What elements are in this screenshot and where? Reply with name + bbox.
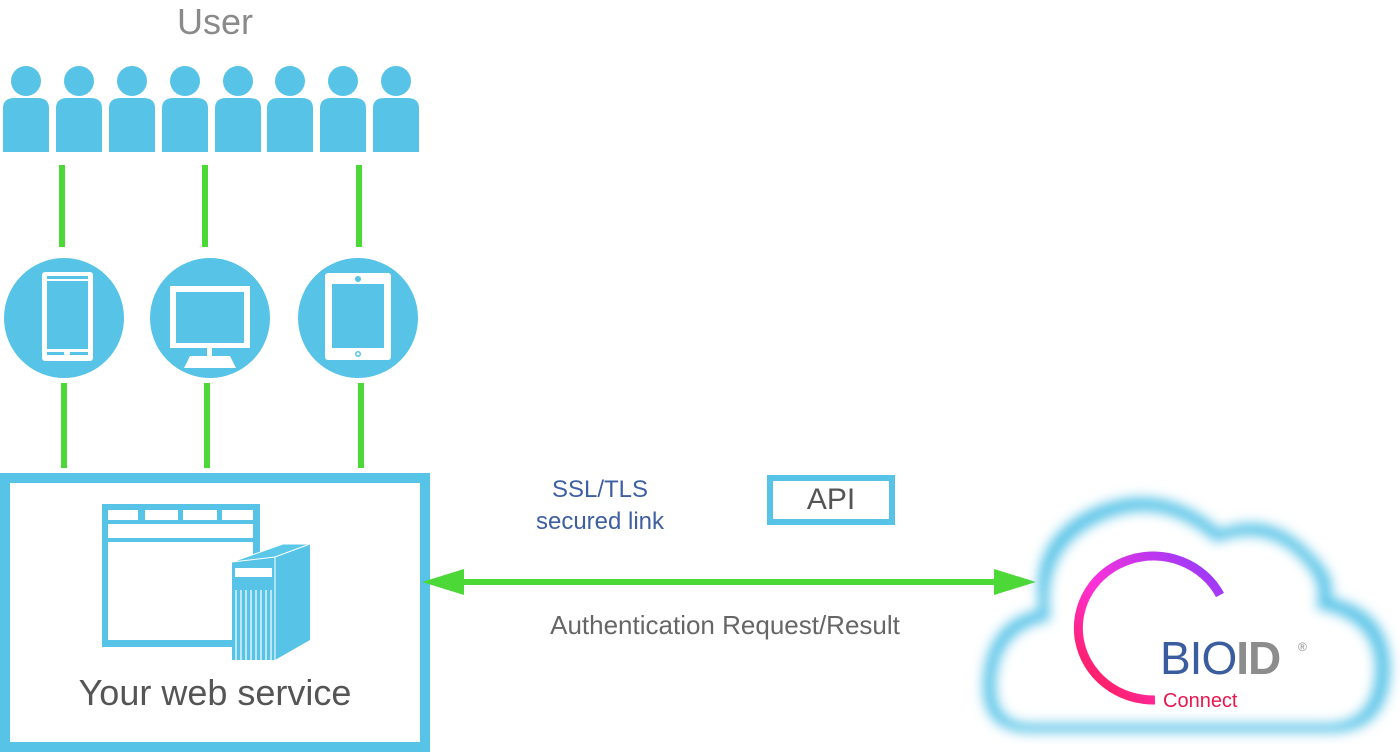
connector-line [356, 165, 362, 247]
connect-label: Connect [1163, 690, 1238, 712]
double-arrow [422, 569, 1036, 595]
web-service-label: Your web service [78, 672, 352, 713]
web-server-icon [102, 504, 311, 660]
ssl-link-label: SSL/TLS secured link [500, 474, 700, 538]
user-icon [320, 66, 366, 152]
brand-id: ID [1236, 632, 1281, 684]
user-label: User [176, 1, 253, 42]
api-badge: API [767, 475, 895, 525]
connector-line [202, 165, 208, 247]
connector-line [358, 383, 364, 468]
device-tablet [298, 258, 418, 378]
arrow-head-left-icon [422, 569, 464, 595]
connector-line [61, 383, 67, 468]
brand-bio: BIO [1160, 632, 1237, 684]
registered-mark: ® [1298, 640, 1307, 654]
user-icon [215, 66, 261, 152]
user-icon [109, 66, 155, 152]
bioid-logo: BIOID [1160, 632, 1281, 684]
smartphone-icon [42, 272, 93, 361]
arrow-shaft [450, 579, 1010, 585]
device-monitor [150, 258, 270, 378]
connector-line [59, 165, 65, 247]
ssl-label-line2: secured link [535, 508, 665, 535]
bioid-ring-icon [1073, 551, 1224, 705]
user-icon [373, 66, 419, 152]
auth-request-label: Authentication Request/Result [550, 610, 900, 640]
device-smartphone [4, 258, 124, 378]
user-icon [56, 66, 102, 152]
arrow-head-right-icon [994, 569, 1036, 595]
ssl-label-line1: SSL/TLS [551, 476, 649, 503]
monitor-icon [170, 286, 250, 368]
tablet-icon [325, 273, 391, 360]
user-icon [3, 66, 49, 152]
connector-line [204, 383, 210, 468]
user-icon [162, 66, 208, 152]
user-icon [267, 66, 313, 152]
cloud-icon [983, 497, 1390, 732]
